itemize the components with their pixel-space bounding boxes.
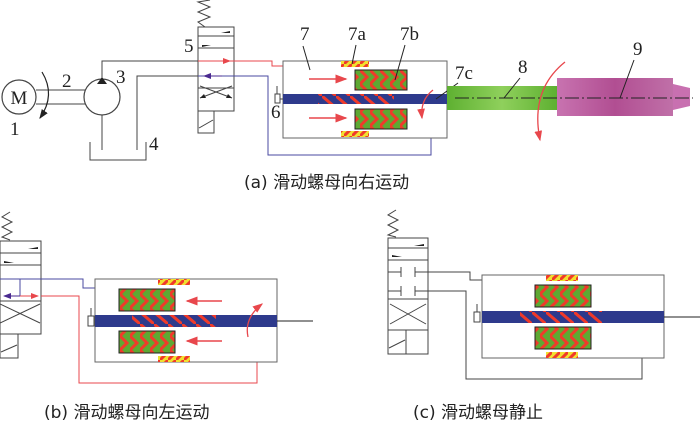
nut-bottom-b <box>118 330 176 354</box>
label-7a: 7a <box>348 24 367 45</box>
label-7: 7 <box>300 24 310 45</box>
caption-a: (a) 滑动螺母向右运动 <box>244 173 409 193</box>
bearing-bottom <box>341 131 369 137</box>
shaft-rotation-arrow-icon <box>534 61 566 142</box>
label-7c: 7c <box>455 63 473 84</box>
motor-label: M <box>11 88 28 109</box>
panel-c: (c) 滑动螺母静止 <box>386 209 700 423</box>
label-3: 3 <box>116 67 126 88</box>
label-5: 5 <box>184 36 194 57</box>
directional-valve: 5 <box>184 0 235 134</box>
pump-icon <box>83 78 121 116</box>
label-8: 8 <box>518 57 528 78</box>
label-9: 9 <box>633 39 643 60</box>
oil-tank <box>89 142 147 161</box>
screw-rotation-arrow-icon <box>417 89 434 120</box>
nut-bottom-c <box>534 326 592 350</box>
directional-valve-c <box>387 237 429 355</box>
label-2: 2 <box>62 71 72 92</box>
motor-icon <box>1 79 37 115</box>
label-6: 6 <box>271 102 281 123</box>
nut-bottom <box>354 108 408 130</box>
label-7b: 7b <box>400 24 419 45</box>
screw-helix <box>318 94 394 104</box>
nut-top-c <box>534 284 592 308</box>
label-4: 4 <box>149 134 159 155</box>
rotation-arrow-icon <box>39 71 50 119</box>
caption-b: (b) 滑动螺母向左运动 <box>44 403 209 423</box>
nut-top <box>354 69 408 91</box>
directional-valve-b <box>0 240 42 335</box>
screw-rotation-arrow-icon-b <box>246 303 264 338</box>
panel-a: M 1 2 3 4 <box>1 0 693 193</box>
label-1: 1 <box>10 119 20 140</box>
bearing-top <box>341 61 369 67</box>
spindle <box>557 78 673 116</box>
panel-b: (b) 滑动螺母向左运动 <box>0 211 313 423</box>
nut-top-b <box>118 288 176 312</box>
caption-c: (c) 滑动螺母静止 <box>413 403 543 423</box>
